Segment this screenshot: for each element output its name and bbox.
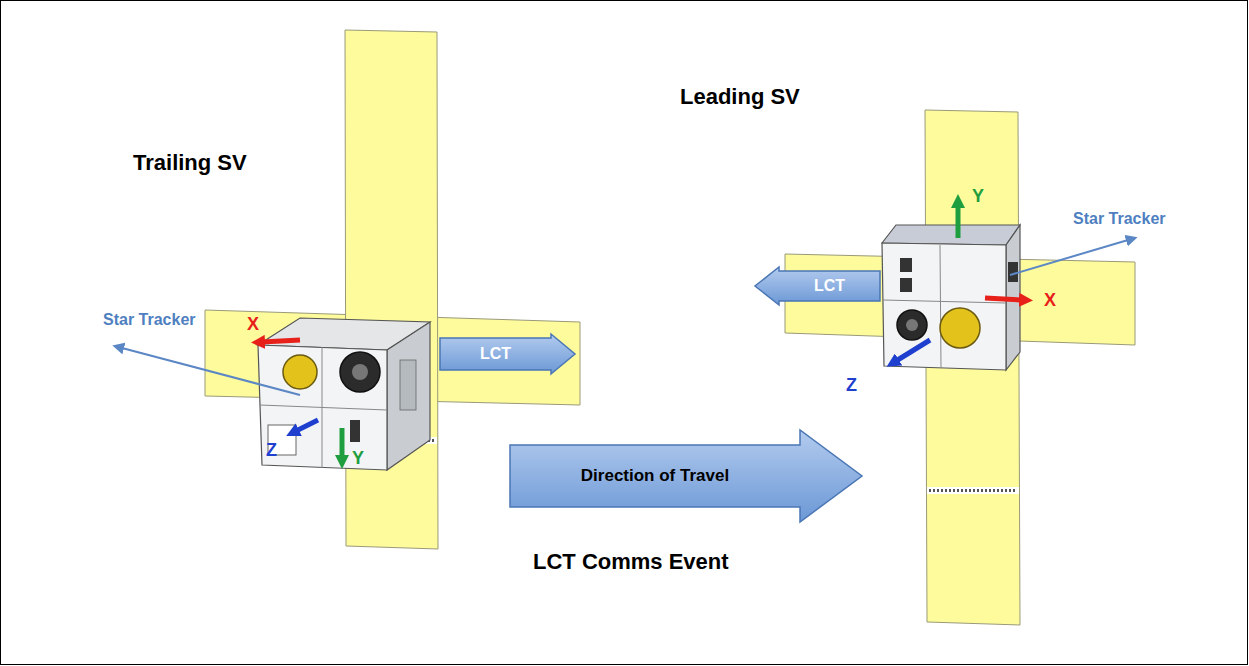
axis-label: X xyxy=(1044,290,1056,311)
star-tracker-leader xyxy=(1010,240,1128,275)
axis-label: Z xyxy=(846,375,857,396)
panel-hinge xyxy=(929,489,1017,492)
satellite-title: Leading SV xyxy=(680,84,800,109)
fan-hub xyxy=(352,364,368,380)
arrow-outline xyxy=(440,334,575,374)
cube-front xyxy=(882,243,1006,370)
solar-panel xyxy=(345,30,438,549)
arrow-text-box: Direction of Travel xyxy=(510,430,800,522)
lct-arrow: LCT xyxy=(440,334,575,374)
cube-top xyxy=(882,225,1020,245)
satellite-title: Trailing SV xyxy=(133,150,247,175)
connector-port xyxy=(900,258,912,272)
x-axis-arrow xyxy=(985,298,1022,300)
sensor-disc xyxy=(283,355,317,389)
y-axis-arrow xyxy=(340,428,345,458)
travel-arrow: Direction of Travel xyxy=(510,430,862,522)
star-tracker-leader xyxy=(122,348,300,395)
y-axis-arrow xyxy=(956,205,961,238)
star-tracker-label: Star Tracker xyxy=(1073,210,1166,228)
axis-label: Y xyxy=(352,448,364,469)
axis-label: Y xyxy=(972,186,984,207)
side-panel xyxy=(400,360,416,410)
arrow-label: Direction of Travel xyxy=(577,466,733,486)
arrow-text-box: LCT xyxy=(440,334,551,374)
fan-aperture xyxy=(340,352,380,392)
x-axis-arrow xyxy=(262,340,300,342)
sensor-disc xyxy=(940,308,980,348)
leading-satellite xyxy=(785,110,1135,625)
star-tracker-head xyxy=(1008,262,1018,282)
arrow-label: LCT xyxy=(810,277,849,295)
z-axis-arrow xyxy=(896,340,930,361)
panel-hinge xyxy=(927,487,1019,494)
cube-seam xyxy=(260,405,387,410)
event-caption: LCT Comms Event xyxy=(533,549,729,574)
arrow-label: LCT xyxy=(476,345,515,363)
arrow-outline xyxy=(755,267,880,305)
z-axis-arrow xyxy=(296,420,318,431)
connector-port xyxy=(350,420,360,442)
connector-port xyxy=(900,278,912,292)
fan-hub xyxy=(906,319,918,331)
cube-side xyxy=(387,322,430,470)
lct-arrow: LCT xyxy=(755,267,880,305)
cube-front xyxy=(258,345,387,470)
fan-aperture xyxy=(897,310,927,340)
star-tracker-label: Star Tracker xyxy=(103,311,196,329)
arrow-text-box: LCT xyxy=(779,267,880,305)
axis-label: Z xyxy=(266,440,277,461)
axis-label: X xyxy=(247,314,259,335)
cube-seam xyxy=(940,245,941,368)
arrow-outline xyxy=(510,430,862,522)
